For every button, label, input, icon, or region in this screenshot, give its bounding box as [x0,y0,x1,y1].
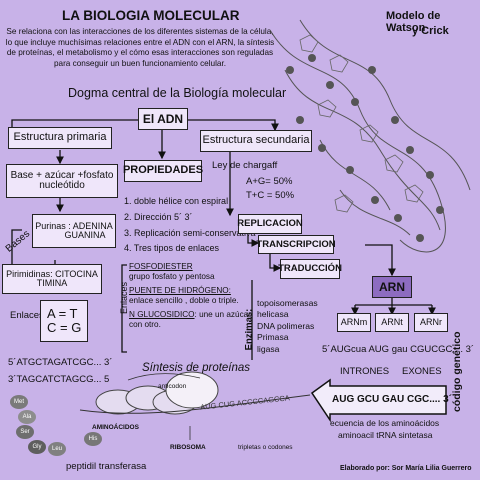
property-2: 2. Dirección 5´ 3´ [124,211,193,222]
enzyme-5: ligasa [257,343,280,354]
enzyme-1: topoisomerasas [257,298,318,308]
exons-label: EXONES [402,366,442,377]
dogma-title: Dogma central de la Biología molecular [68,86,287,100]
bonds-list: FOSFODIESTER grupo fosfato y pentosa PUE… [129,262,255,330]
enzyme-4: Primasa [257,332,289,343]
chargaff-rule-1: A+G= 50% [246,176,293,187]
pyrimidines-line-1: Pirimidinas: CITOCINA [6,268,98,279]
bond-1-name: FOSFODIESTER [129,262,193,271]
replication-box: REPLICACION [237,214,303,234]
aa-ala: Ala [18,410,36,424]
arn-box: ARN [372,276,412,298]
base-sugar-phosphate: Base + azúcar +fosfato [10,169,114,181]
aa-his: His [84,432,102,446]
arnt-box: ARNt [375,313,409,332]
chargaff-rule-2: T+C = 50% [246,190,295,201]
pair-at: A = T [47,306,78,322]
pyrimidines-line-2: TIMINA [36,278,68,288]
bond-2-desc: enlace sencillo , doble o triple. [129,296,239,305]
peptidyl-transferase-label: peptidil transferasa [66,461,147,472]
anticodon-label: anticodon [158,383,187,390]
credit-label: Elaborado por: Sor María Lilia Guerrero [340,465,472,472]
purines-line-1: Purinas : ADENINA [35,220,113,231]
property-1: 1. doble hélice con espiral [124,196,229,206]
aa-gly-label: Gly [32,444,42,450]
nucleotide-label: nucleótido [39,180,85,191]
secondary-structure-box: Estructura secundaria [200,130,312,152]
page-title: LA BIOLOGIA MOLECULAR [62,8,240,23]
nucleotide-box: Base + azúcar +fosfato nucleótido [6,164,118,198]
aa-leu: Leu [48,442,66,456]
arnr-box: ARNr [414,313,448,332]
aa-leu-label: Leu [51,446,62,452]
bond-1-desc: grupo fosfato y pentosa [129,272,215,281]
adn-box: El ADN [138,108,188,130]
codon-sequence: 5´AUGcua AUG gau CGUCGC.... 3´ [322,344,475,355]
introns-label: INTRONES [340,366,390,377]
purines-box: Purinas : ADENINA GUANINA [32,214,116,248]
primary-structure-box: Estructura primaria [8,127,112,149]
enzyme-2: helicasa [257,309,289,320]
model-label-1: Modelo de Watson [386,10,441,34]
bond-3-name: N GLUCOSIDICO [129,310,195,319]
property-3: 3. Replicación semi-conservativa [124,227,256,238]
purines-line-2: GUANINA [64,230,106,240]
properties-list: 1. doble hélice con espiral 2. Dirección… [124,194,256,257]
base-pairs-box: A = T C = G [40,300,88,342]
intro-text: Se relaciona con las interacciones de lo… [5,27,275,68]
triplets-label: tripletas o codones [238,444,293,451]
aa-met: Met [10,395,28,409]
model-label-2: y Crick [412,25,449,37]
pyrimidines-box: Pirimidinas: CITOCINA TIMINA [2,264,102,294]
protein-synthesis-title: Síntesis de proteínas [142,362,251,374]
properties-box: PROPIEDADES [123,160,203,182]
aminoacyl-synthetase-label: aminoacil tRNA sintetasa [338,430,433,440]
aminoacids-label: AMINOÁCIDOS [92,424,139,431]
arrow-sequence: AUG GCU GAU CGC.... 3´ [332,394,453,405]
transcription-box: TRANSCRIPCION [256,235,336,254]
aa-ala-label: Ala [22,414,32,420]
aa-ser-label: Ser [20,429,30,435]
arnm-box: ARNm [337,313,371,332]
enzymes-list: topoisomerasas helicasa DNA polimeras Pr… [257,298,318,355]
aa-ser: Ser [16,425,34,439]
dna-sequence-1: 5´ATGCTAGATCGC... 3´ [8,357,113,368]
bond-2-name: PUENTE DE HIDRÓGENO: [129,286,231,295]
translation-box: TRADUCCIÓN [278,259,342,279]
aa-his-label: His [88,436,98,442]
enzyme-3: DNA polimeras [257,320,315,331]
bond-3-desc: : une un azúcar con otro. [129,310,251,329]
aa-gly: Gly [28,440,46,454]
aa-met-label: Met [13,399,24,405]
dna-sequence-2: 3´TAGCATCTAGCG... 5 [8,374,110,385]
chargaff-label: Ley de chargaff [212,160,278,171]
enlaces-left-label: Enlaces [10,310,44,321]
property-4: 4. Tres tipos de enlaces [124,243,220,254]
aminoacid-sequence-label: ecuencia de los aminoácidos [330,418,440,428]
pair-cg: C = G [47,320,82,335]
ribosome-label: RIBOSOMA [170,444,206,451]
